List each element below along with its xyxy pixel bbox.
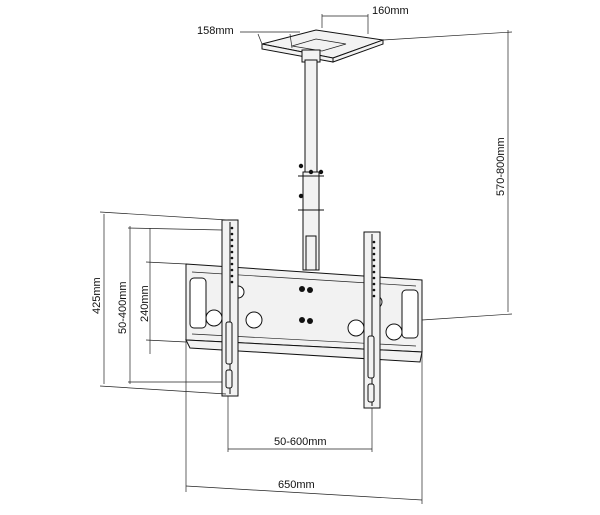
left-arm-holes <box>230 226 234 284</box>
left-arm <box>221 219 239 397</box>
label-plate-width: 160mm <box>372 5 409 17</box>
label-drop-range: 570-800mm <box>495 137 507 196</box>
label-inner-height: 240mm <box>139 285 151 322</box>
label-vesa-horizontal: 50-600mm <box>274 436 327 448</box>
dim-bracket-height: 425mm <box>91 211 229 395</box>
label-vesa-vertical: 50-400mm <box>117 281 129 334</box>
dim-vesa-horizontal: 50-600mm <box>227 396 373 452</box>
dim-plate-width: 160mm <box>321 5 409 34</box>
ceiling-plate <box>261 29 384 63</box>
main-frame <box>185 263 423 363</box>
dim-vesa-vertical: 50-400mm <box>117 226 223 384</box>
label-overall-width: 650mm <box>278 479 315 491</box>
dim-plate-depth: 158mm <box>197 25 300 49</box>
dim-overall-width: 650mm <box>185 340 423 504</box>
label-plate-depth: 158mm <box>197 25 234 37</box>
label-bracket-height: 425mm <box>91 277 103 314</box>
dim-drop-range: 570-800mm <box>382 30 513 321</box>
ceiling-pole <box>298 59 324 271</box>
right-arm <box>363 231 381 409</box>
right-arm-holes <box>372 240 376 298</box>
dim-inner-height: 240mm <box>139 228 187 354</box>
